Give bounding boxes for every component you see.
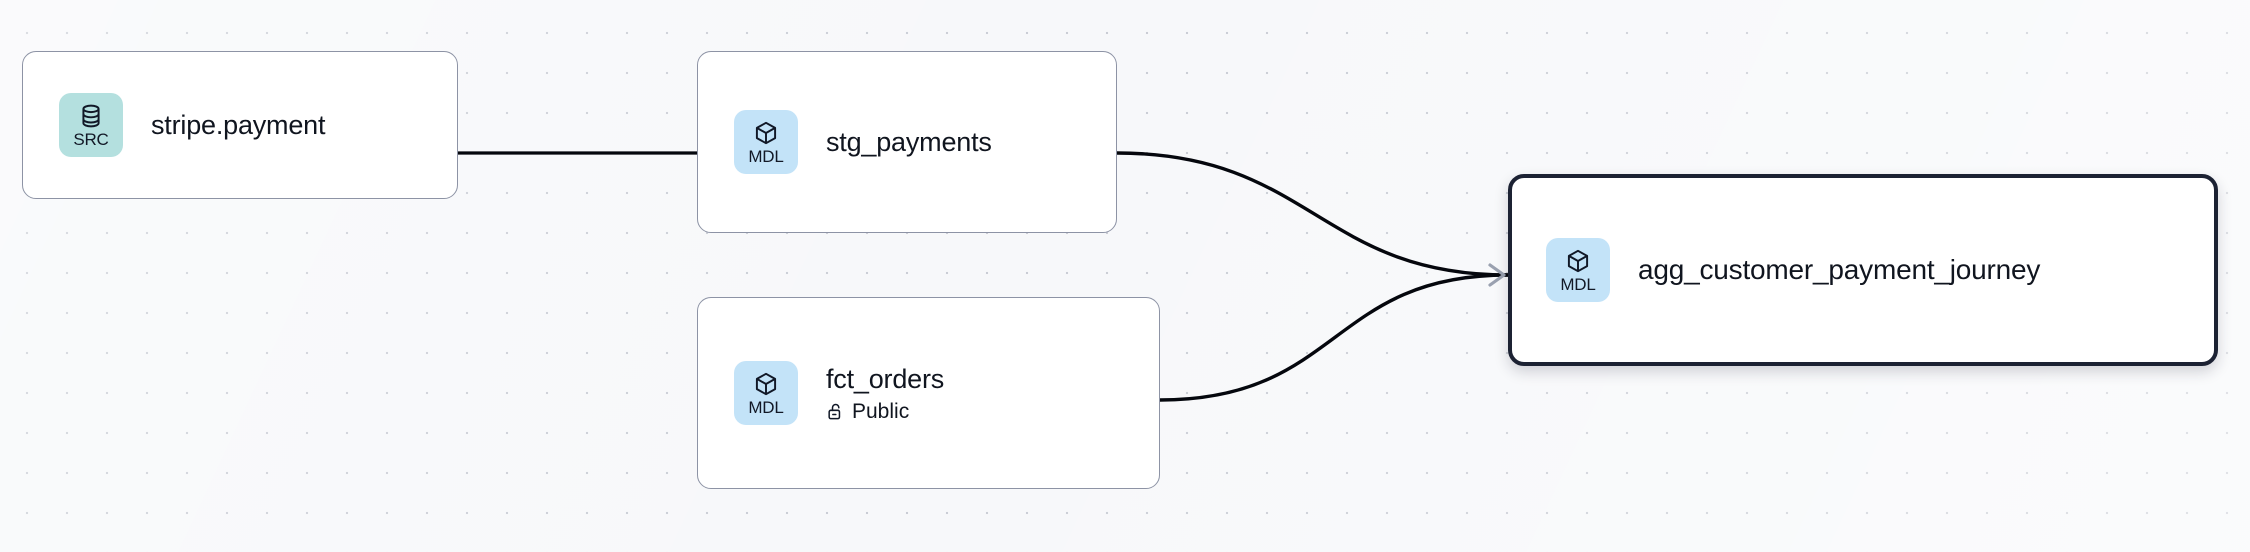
arrow-head-icon [1488, 263, 1506, 287]
lineage-node-fct-orders[interactable]: MDL fct_orders Public [697, 297, 1160, 489]
node-text-block: agg_customer_payment_journey [1638, 254, 2040, 286]
lineage-node-agg-customer-payment-journey[interactable]: MDL agg_customer_payment_journey [1508, 174, 2218, 366]
lineage-node-stripe-payment[interactable]: SRC stripe.payment [22, 51, 458, 199]
node-text-block: stripe.payment [151, 109, 325, 141]
unlock-icon [826, 402, 845, 421]
node-title: stg_payments [826, 127, 992, 157]
badge-label: MDL [1560, 275, 1596, 294]
node-text-block: stg_payments [826, 126, 992, 158]
node-title: fct_orders [826, 363, 945, 394]
database-icon [78, 101, 104, 129]
cube-icon [1565, 246, 1591, 274]
cube-icon [753, 118, 779, 146]
node-type-badge-src: SRC [59, 93, 123, 157]
badge-label: MDL [748, 147, 784, 166]
node-type-badge-mdl: MDL [1546, 238, 1610, 302]
node-type-badge-mdl: MDL [734, 361, 798, 425]
badge-label: MDL [748, 398, 784, 417]
edge-fct-orders-to-agg-customer-payment-journey[interactable] [1159, 263, 1509, 402]
badge-label: SRC [73, 130, 109, 149]
node-text-block: fct_orders Public [826, 363, 944, 424]
node-title: stripe.payment [151, 110, 326, 140]
edge-stg-payments-to-agg-customer-payment-journey[interactable] [1116, 151, 1509, 277]
lineage-node-stg-payments[interactable]: MDL stg_payments [697, 51, 1117, 233]
node-visibility-label: Public [852, 399, 910, 423]
cube-icon [753, 369, 779, 397]
node-visibility: Public [826, 399, 944, 424]
node-title: agg_customer_payment_journey [1638, 254, 2041, 285]
node-type-badge-mdl: MDL [734, 110, 798, 174]
